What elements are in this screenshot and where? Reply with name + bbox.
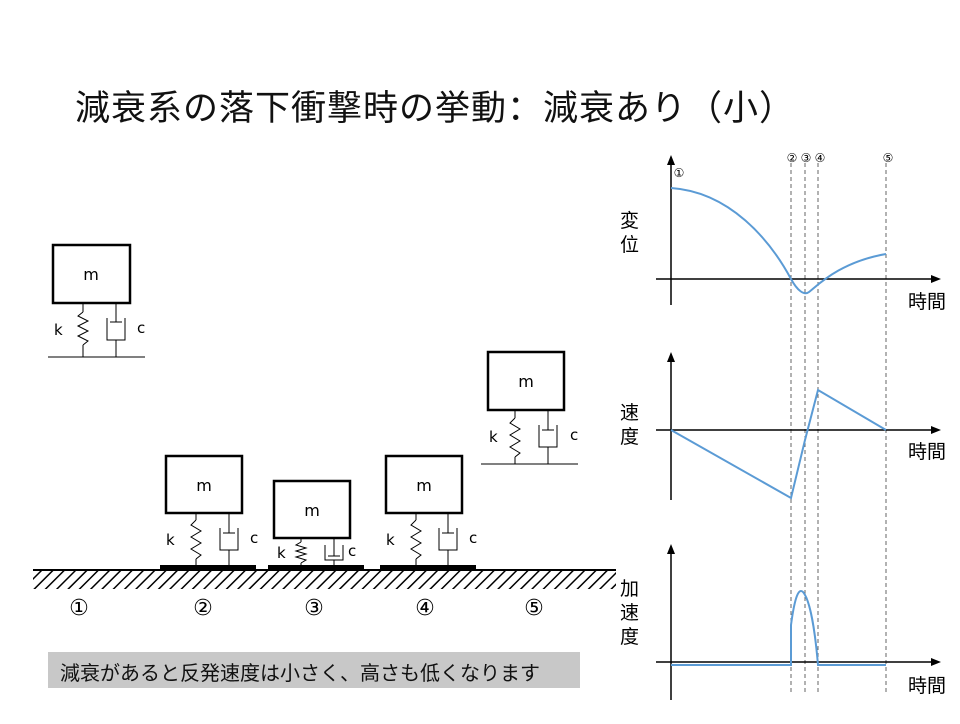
ground	[33, 565, 616, 589]
mass-label: m	[196, 476, 212, 495]
stage-2-system: m k c	[164, 454, 258, 567]
mass-label: m	[518, 372, 534, 391]
slide-title: 減衰系の落下衝撃時の挙動：減衰あり（小）	[75, 89, 796, 129]
velocity-ylabel-1: 速	[620, 402, 639, 424]
spring-label: k	[386, 531, 395, 549]
marker-4-label: ④	[815, 151, 826, 165]
acceleration-ylabel-2: 速	[620, 602, 639, 624]
caption-text: 減衰があると反発速度は小さく、高さも低くなります	[60, 661, 540, 685]
caption-box	[48, 652, 580, 688]
mass-label: m	[416, 476, 432, 495]
acceleration-ylabel-1: 加	[620, 578, 639, 600]
marker-1-label: ①	[674, 166, 685, 180]
acceleration-ylabel-3: 度	[620, 626, 639, 648]
spring-label: k	[166, 531, 175, 549]
stage-number-4: ④	[415, 596, 435, 621]
displacement-curve	[670, 187, 887, 295]
stage-3-system: m k c	[272, 479, 356, 567]
damper-label: c	[137, 319, 145, 337]
displacement-xlabel: 時間	[908, 291, 946, 313]
displacement-ylabel-1: 変	[620, 210, 639, 232]
stage-number-2: ②	[193, 596, 213, 621]
damper-label: c	[570, 426, 578, 444]
spring-label: k	[489, 428, 498, 446]
acceleration-graph: 加 速 度 時間	[620, 544, 946, 700]
displacement-ylabel-2: 位	[620, 234, 639, 256]
velocity-curve	[670, 388, 887, 500]
stage-5-system: m k c	[481, 350, 578, 465]
marker-3-label: ③	[801, 151, 812, 165]
stage-4-system: m k c	[384, 454, 477, 567]
stage-number-1: ①	[69, 596, 89, 621]
acceleration-xlabel: 時間	[908, 675, 946, 697]
damper-label: c	[469, 529, 477, 547]
spring-label: k	[277, 544, 286, 562]
stage-1-system: m k c	[48, 243, 145, 358]
displacement-graph: 変 位 時間	[620, 155, 946, 313]
spring-label: k	[54, 321, 63, 339]
damper-label: c	[250, 529, 258, 547]
marker-5-label: ⑤	[883, 151, 894, 165]
marker-2-label: ②	[787, 151, 798, 165]
velocity-graph: 速 度 時間	[620, 352, 946, 500]
mass-label: m	[304, 501, 320, 520]
acceleration-curve	[671, 590, 886, 666]
stage-number-3: ③	[304, 596, 324, 621]
damper-label: c	[348, 542, 356, 560]
time-marker-lines	[790, 163, 887, 695]
stage-number-5: ⑤	[524, 596, 544, 621]
velocity-xlabel: 時間	[908, 441, 946, 463]
mass-label: m	[83, 265, 99, 284]
velocity-ylabel-2: 度	[620, 426, 639, 448]
